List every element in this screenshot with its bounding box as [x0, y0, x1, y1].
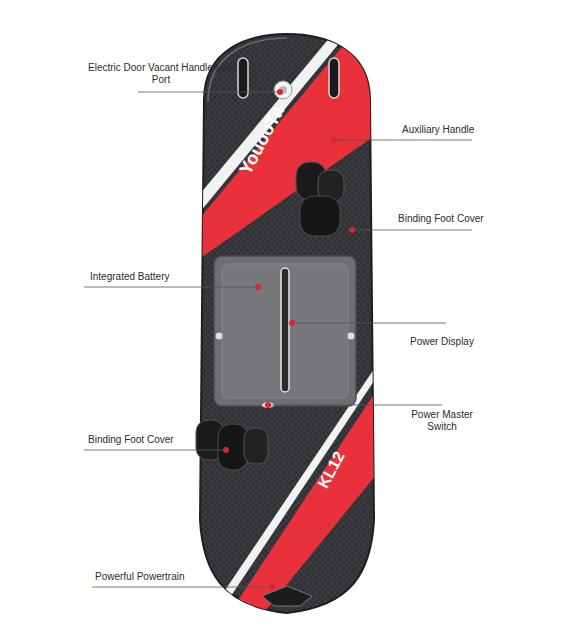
handles [238, 58, 339, 99]
powertrain-fin [262, 586, 312, 606]
callout-label: Binding Foot Cover [398, 213, 508, 225]
callout-label: Binding Foot Cover [88, 434, 198, 446]
callout-label: Powerful Powertrain [95, 571, 215, 583]
brand-logo: YouooTa [235, 102, 288, 177]
callout-label: Electric Door Vacant Handle Link Port [86, 62, 236, 86]
callout-label: Power Display [410, 336, 500, 348]
battery-plate [214, 256, 356, 408]
leader-dots [223, 89, 355, 590]
model-name: KL12 [315, 449, 349, 492]
callout-label: Auxiliary Handle [402, 124, 502, 136]
callout-label: Integrated Battery [90, 271, 210, 283]
red-band [225, 385, 380, 620]
foot-bindings [196, 162, 344, 470]
callout-label: Power Master Switch [406, 409, 478, 433]
board [195, 30, 380, 620]
